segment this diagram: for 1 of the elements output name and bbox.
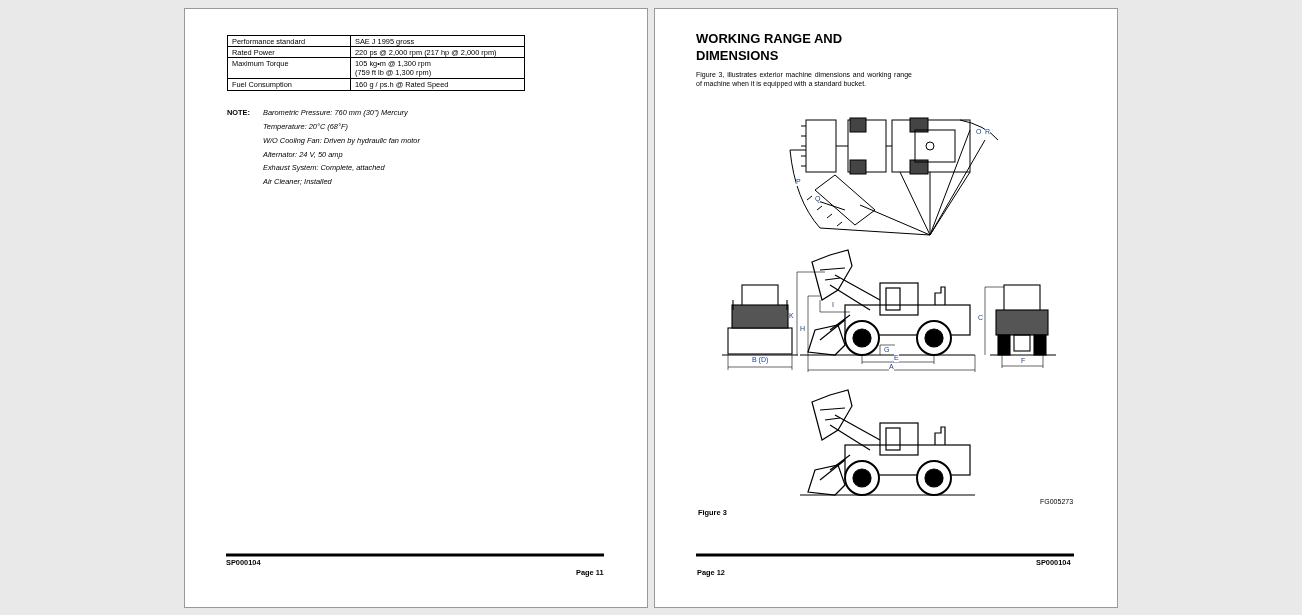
heading: WORKING RANGE AND DIMENSIONS — [696, 30, 844, 64]
